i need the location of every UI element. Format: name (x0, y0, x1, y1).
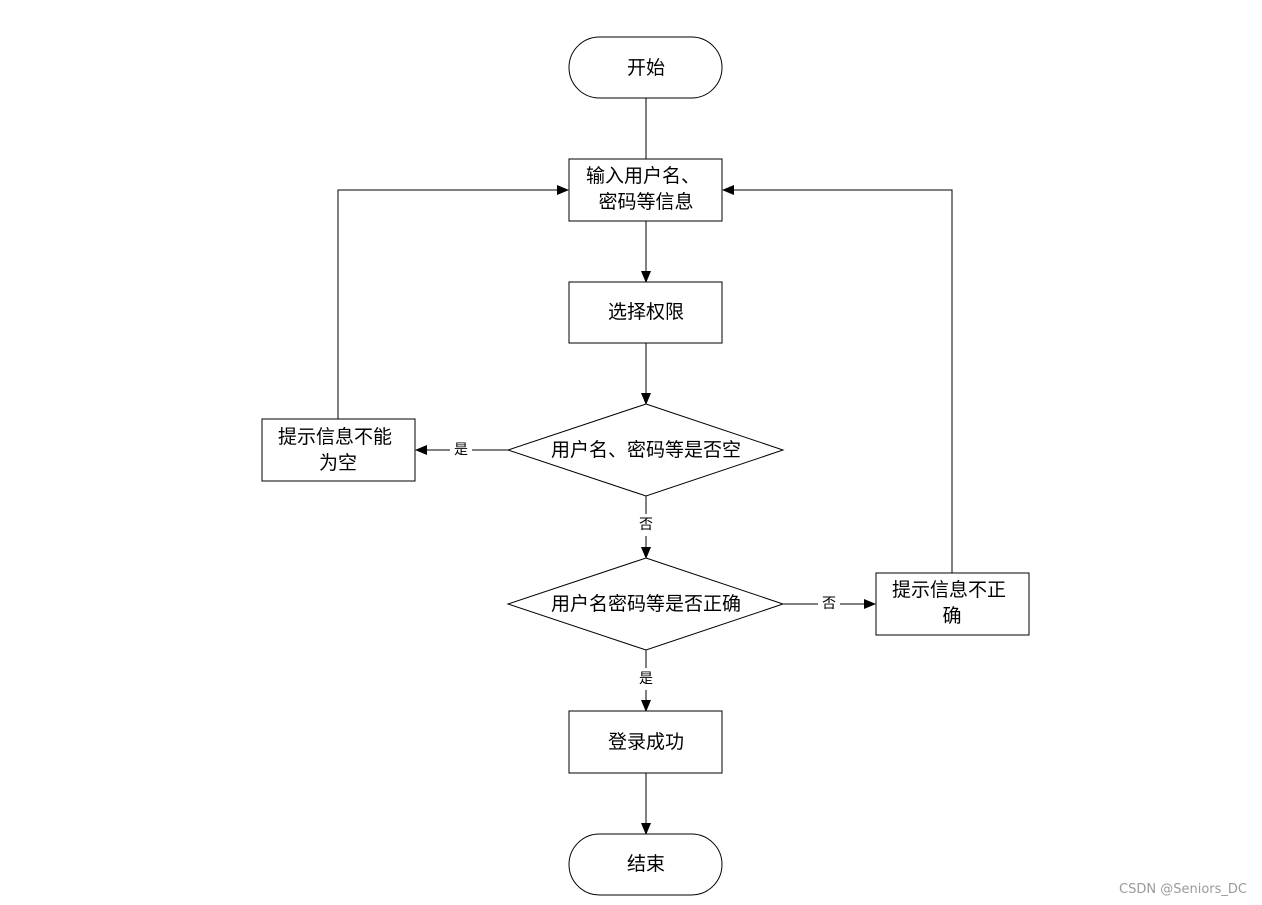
input-credentials-label: 输入用户名、 密码等信息 (586, 165, 706, 213)
end-label: 结束 (627, 853, 665, 875)
input-credentials-box (568, 158, 723, 222)
prompt-not-empty-box (261, 418, 416, 482)
node-start: 开始 (568, 36, 723, 99)
check-correct-label: 用户名密码等是否正确 (551, 593, 741, 615)
check-empty-label: 用户名、密码等是否空 (551, 439, 741, 461)
check-correct-diamond (506, 557, 785, 651)
prompt-incorrect-box (875, 572, 1030, 636)
prompt-incorrect-label: 提示信息不正 确 (892, 579, 1012, 627)
end-terminal-shape (568, 833, 723, 896)
node-input-credentials: 输入用户名、 密码等信息 (568, 158, 723, 222)
node-end: 结束 (568, 833, 723, 896)
node-check-empty: 用户名、密码等是否空 (506, 403, 785, 497)
node-check-correct: 用户名密码等是否正确 (506, 557, 785, 651)
edge-labels: 是 否 否 是 (450, 440, 840, 690)
start-terminal-shape (568, 36, 723, 99)
select-permission-label: 选择权限 (608, 301, 684, 323)
start-label: 开始 (627, 57, 665, 79)
watermark-text: CSDN @Seniors_DC (1119, 882, 1247, 897)
prompt-not-empty-label: 提示信息不能 为空 (278, 426, 398, 474)
edge-prompt-incorrect-loop-back (722, 185, 953, 573)
select-permission-box (568, 281, 723, 344)
node-select-permission: 选择权限 (568, 281, 723, 344)
login-success-label: 登录成功 (608, 731, 684, 753)
edge-label-empty-no: 否 (639, 517, 653, 533)
edge-label-correct-no: 否 (822, 596, 836, 612)
check-empty-diamond (506, 403, 785, 497)
node-login-success: 登录成功 (568, 710, 723, 774)
login-success-box (568, 710, 723, 774)
node-prompt-incorrect: 提示信息不正 确 (875, 572, 1030, 636)
edge-label-empty-yes: 是 (454, 442, 468, 458)
edge-prompt-empty-loop-back (337, 185, 569, 419)
node-prompt-not-empty: 提示信息不能 为空 (261, 418, 416, 482)
edge-label-correct-yes: 是 (639, 671, 653, 687)
